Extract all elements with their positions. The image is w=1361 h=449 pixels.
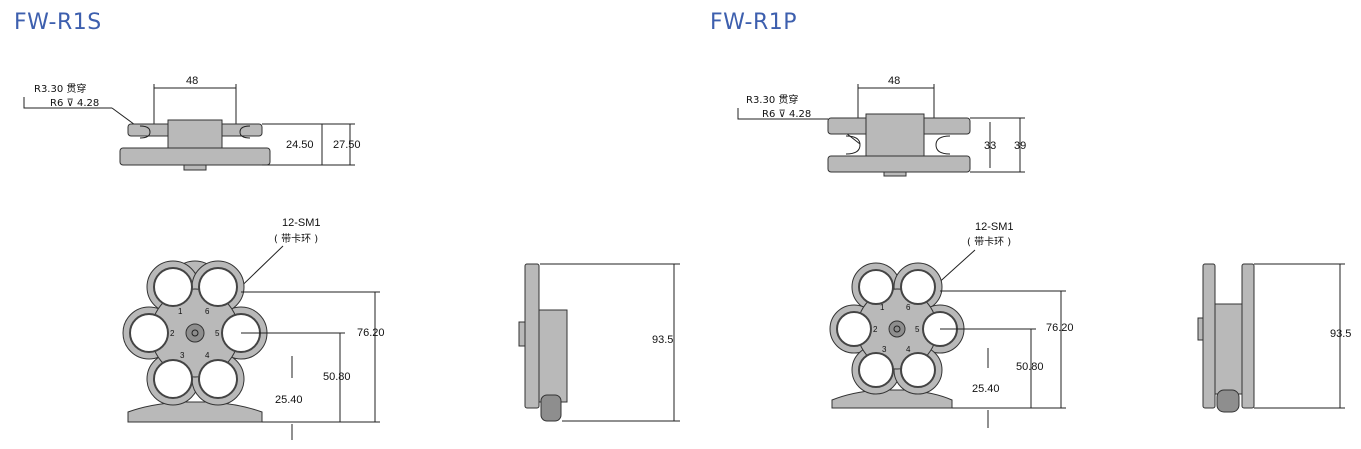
svg-text:1: 1 bbox=[880, 303, 885, 312]
fw-r1s-holes-label: 12-SM1 bbox=[282, 217, 321, 229]
fw-r1s-bottom-plate bbox=[119, 147, 271, 166]
fw-r1s-dim-76: 76.20 bbox=[357, 327, 385, 339]
fw-r1p-height-outer: 39 bbox=[1014, 140, 1026, 152]
fw-r1s-hole-4 bbox=[198, 359, 238, 399]
fw-r1p-side-view: 93.5 bbox=[1197, 263, 1351, 413]
fw-r1p-top-view: R3.30 贯穿 R6 ⊽ 4.28 48 33 39 bbox=[737, 75, 1026, 177]
fw-r1p-hole-4 bbox=[900, 352, 936, 388]
fw-r1p-hole-3 bbox=[858, 352, 894, 388]
fw-r1s-hole-6 bbox=[198, 267, 238, 307]
fw-r1s-side-foot bbox=[540, 394, 562, 422]
model-title-fw-r1s: FW-R1S bbox=[14, 10, 102, 35]
fw-r1p-holes-label: 12-SM1 bbox=[975, 221, 1014, 233]
fw-r1s-height-outer: 27.50 bbox=[333, 139, 361, 151]
svg-text:4: 4 bbox=[906, 345, 911, 354]
fw-r1s-top-view: R3.30 贯穿 R6 ⊽ 4.28 48 24.50 27.50 bbox=[23, 75, 361, 171]
svg-text:5: 5 bbox=[915, 325, 920, 334]
fw-r1p-side-foot bbox=[1216, 389, 1240, 413]
fw-r1s-hole-1 bbox=[153, 267, 193, 307]
fw-r1s-hole-3 bbox=[153, 359, 193, 399]
fw-r1p-height-inner: 33 bbox=[984, 140, 996, 152]
fw-r1p-dim-50: 50.80 bbox=[1016, 361, 1044, 373]
fw-r1s-side-hub bbox=[538, 309, 568, 403]
fw-r1s-callout-line1: R3.30 贯穿 bbox=[34, 82, 86, 95]
svg-text:5: 5 bbox=[215, 329, 220, 338]
fw-r1s-side-view: 93.5 bbox=[518, 263, 680, 422]
fw-r1p-center-pivot bbox=[888, 320, 906, 338]
fw-r1s-base bbox=[127, 401, 263, 423]
fw-r1s-slot-right bbox=[239, 125, 251, 139]
fw-r1p-holes-sub: ( 带卡环 ) bbox=[967, 235, 1011, 248]
fw-r1p-hole-6 bbox=[900, 269, 936, 305]
svg-text:4: 4 bbox=[205, 351, 210, 360]
fw-r1s-front-view: 12-SM1 ( 带卡环 ) 1 2 3 4 5 6 7 bbox=[122, 217, 385, 440]
model-title-fw-r1p: FW-R1P bbox=[710, 10, 798, 35]
fw-r1s-dim-50: 50.80 bbox=[323, 371, 351, 383]
fw-r1s-holes-sub: ( 带卡环 ) bbox=[274, 232, 318, 245]
fw-r1p-base bbox=[831, 389, 953, 409]
fw-r1s-side-height: 93.5 bbox=[652, 334, 673, 346]
fw-r1p-callout-line1: R3.30 贯穿 bbox=[746, 93, 798, 106]
fw-r1p-callout-line2: R6 ⊽ 4.28 bbox=[762, 109, 811, 120]
fw-r1p-front-view: 12-SM1 ( 带卡环 ) 1 2 3 4 5 6 76.20 50.80 2 bbox=[829, 221, 1074, 428]
svg-text:3: 3 bbox=[882, 345, 887, 354]
fw-r1s-width-label: 48 bbox=[186, 75, 198, 87]
fw-r1s-center-pivot bbox=[185, 323, 205, 343]
fw-r1p-hole-2 bbox=[836, 311, 872, 347]
fw-r1p-dim-25: 25.40 bbox=[972, 383, 1000, 395]
svg-text:6: 6 bbox=[205, 307, 210, 316]
fw-r1s-dim-25: 25.40 bbox=[275, 394, 303, 406]
fw-r1p-dim-76: 76.20 bbox=[1046, 322, 1074, 334]
fw-r1p-side-plate-right bbox=[1241, 263, 1255, 409]
fw-r1s-side-plate bbox=[524, 263, 540, 409]
fw-r1s-callout-leader bbox=[23, 97, 112, 109]
svg-text:6: 6 bbox=[906, 303, 911, 312]
svg-text:2: 2 bbox=[170, 329, 175, 338]
fw-r1p-side-plate-left bbox=[1202, 263, 1216, 409]
fw-r1p-width-label: 48 bbox=[888, 75, 900, 87]
fw-r1s-callout-line2: R6 ⊽ 4.28 bbox=[50, 98, 99, 109]
fw-r1s-height-inner: 24.50 bbox=[286, 139, 314, 151]
fw-r1s-hole-2 bbox=[129, 313, 169, 353]
svg-text:3: 3 bbox=[180, 351, 185, 360]
fw-r1p-bottom-plate bbox=[827, 155, 971, 173]
svg-text:1: 1 bbox=[178, 307, 183, 316]
fw-r1s-center-hub bbox=[167, 119, 223, 153]
fw-r1p-side-hub bbox=[1214, 303, 1243, 395]
fw-r1p-side-height: 93.5 bbox=[1330, 328, 1351, 340]
svg-text:2: 2 bbox=[873, 325, 878, 334]
fw-r1s-slot-left bbox=[139, 125, 151, 139]
fw-r1p-hole-1 bbox=[858, 269, 894, 305]
